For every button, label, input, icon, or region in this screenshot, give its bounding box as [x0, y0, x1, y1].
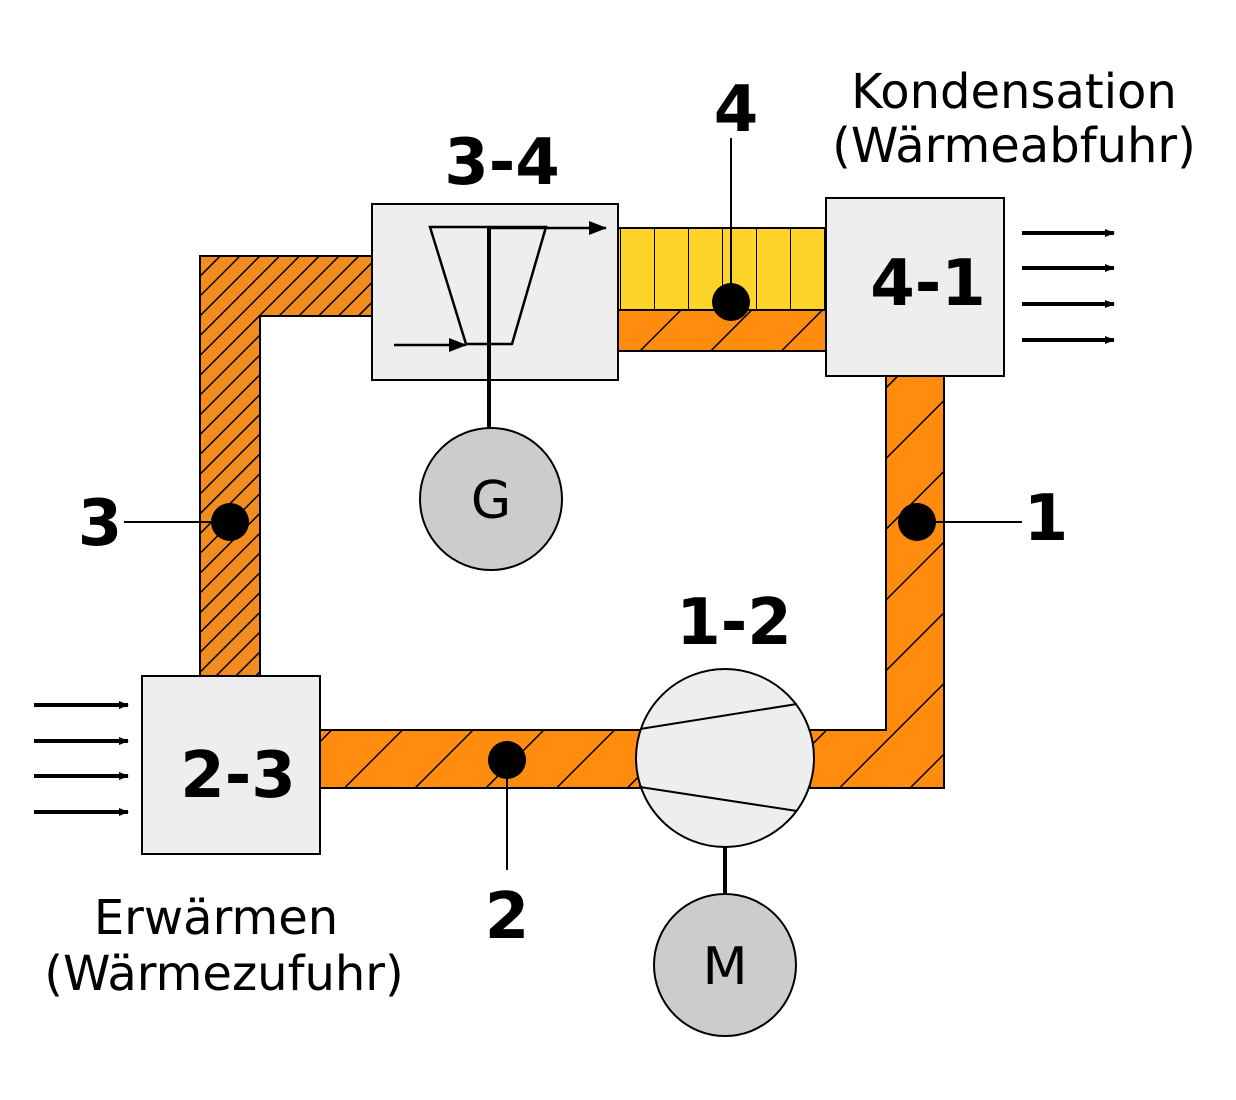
motor-circle — [653, 893, 797, 1037]
process-2-3-label: 2-3 — [180, 739, 296, 813]
compressor-circle — [635, 668, 815, 848]
condensation-subtitle: (Wärmeabfuhr) — [832, 118, 1196, 174]
heater-box — [141, 675, 321, 855]
state-2-dot — [488, 741, 526, 779]
pipe-segment-3 — [199, 255, 373, 677]
compressor-line-top — [639, 703, 798, 730]
state-3-label: 3 — [78, 487, 123, 561]
process-4-1-label: 4-1 — [870, 247, 986, 321]
state-1-dot — [898, 503, 936, 541]
state-1-label: 1 — [1024, 482, 1069, 556]
state-3-dot — [211, 503, 249, 541]
generator-circle — [419, 427, 563, 571]
pipe-segment-1 — [809, 371, 945, 789]
turbine-box — [371, 203, 619, 381]
compressor-line-bottom — [639, 786, 798, 812]
state-4-dot — [712, 283, 750, 321]
condensation-title: Kondensation — [851, 64, 1177, 120]
state-4-label: 4 — [714, 73, 759, 147]
process-3-4-label: 3-4 — [444, 126, 560, 200]
heating-title: Erwärmen — [94, 890, 338, 946]
state-2-label: 2 — [485, 880, 530, 954]
process-1-2-label: 1-2 — [676, 586, 792, 660]
generator-label: G — [471, 471, 511, 531]
pipe-segment-2 — [317, 729, 641, 789]
heating-subtitle: (Wärmezufuhr) — [44, 946, 404, 1002]
motor-label: M — [703, 937, 748, 997]
condenser-box — [825, 197, 1005, 377]
